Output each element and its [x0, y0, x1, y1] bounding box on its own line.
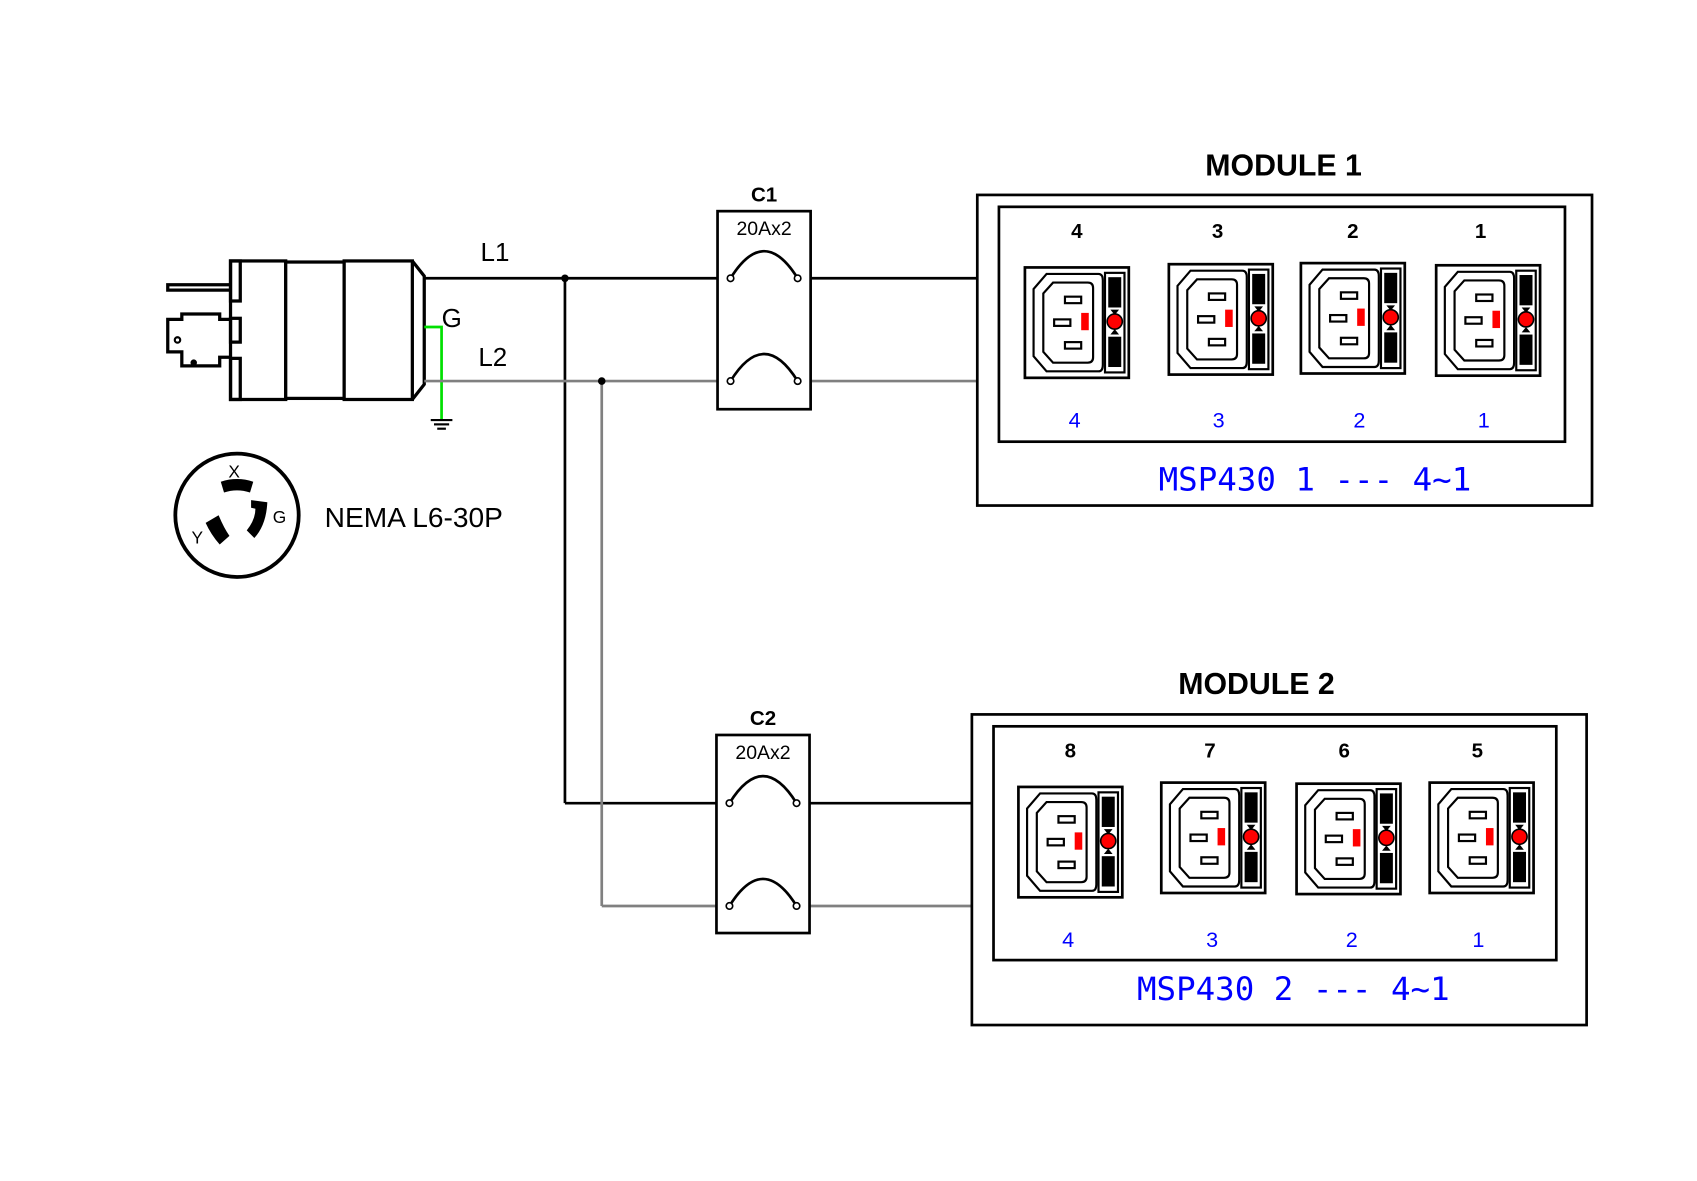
local-outlet-number: 4 — [1069, 408, 1081, 433]
status-led-icon — [1250, 309, 1268, 327]
status-led-icon — [1242, 828, 1260, 846]
local-outlet-number: 3 — [1213, 408, 1225, 433]
outlet-number: 3 — [1212, 220, 1223, 243]
c13-outlet[interactable] — [1299, 261, 1407, 375]
status-led-icon — [1517, 311, 1535, 328]
c13-outlet[interactable] — [1434, 263, 1542, 378]
latch-indicator — [1081, 312, 1089, 331]
status-led-icon — [1378, 829, 1395, 847]
latch-indicator — [1357, 308, 1365, 326]
plug-pin-label-x: X — [228, 461, 240, 481]
latch-indicator — [1485, 828, 1494, 846]
breaker-pole-icon — [726, 250, 802, 283]
outlet-number: 7 — [1204, 740, 1215, 763]
outlet-number: 5 — [1472, 740, 1483, 763]
wire-label-g: G — [442, 303, 462, 333]
outlet-number: 4 — [1071, 220, 1083, 243]
latch-indicator — [1225, 309, 1233, 327]
wire-label-l2: L2 — [478, 342, 507, 372]
module-caption: MSP430 2 --- 4~1 — [1137, 970, 1450, 1008]
module-title: MODULE 2 — [1178, 668, 1335, 701]
module-title: MODULE 1 — [1205, 149, 1362, 182]
c13-outlet[interactable] — [1428, 781, 1535, 895]
l1-wires — [424, 276, 980, 805]
c13-outlet[interactable] — [1167, 262, 1275, 376]
c13-outlet[interactable] — [1023, 266, 1131, 380]
local-outlet-number: 1 — [1478, 408, 1490, 433]
plug-pin-label-y: Y — [192, 527, 204, 547]
outlet-number: 1 — [1475, 220, 1486, 243]
c13-outlet[interactable] — [1295, 782, 1402, 896]
junction-dot-l1 — [561, 274, 569, 283]
nema-plug-face-icon — [173, 451, 301, 579]
plug-body — [166, 259, 426, 402]
breaker-pole-icon — [725, 774, 801, 808]
breaker-id: C2 — [750, 707, 776, 730]
status-led-icon — [1099, 832, 1117, 850]
outlet-number: 8 — [1065, 740, 1076, 763]
status-led-icon — [1382, 308, 1400, 326]
latch-indicator — [1352, 829, 1361, 847]
c13-outlet[interactable] — [1017, 785, 1124, 899]
wire-label-l1: L1 — [481, 237, 510, 267]
breaker-2: C2 20Ax2 — [715, 707, 811, 935]
plug-type-label: NEMA L6-30P — [325, 502, 503, 533]
ground-symbol-icon — [430, 418, 453, 430]
local-outlet-number: 3 — [1206, 927, 1218, 952]
c13-outlet[interactable] — [1159, 781, 1267, 895]
local-outlet-number: 4 — [1062, 927, 1074, 952]
latch-indicator — [1217, 828, 1226, 846]
breaker-1: C1 20Ax2 — [716, 183, 812, 411]
status-led-icon — [1106, 313, 1124, 330]
local-outlet-number: 2 — [1346, 927, 1358, 952]
breaker-pole-icon — [726, 352, 802, 386]
latch-indicator — [1492, 310, 1501, 329]
l2-wires — [424, 379, 980, 908]
breaker-rating: 20Ax2 — [736, 218, 791, 240]
outlet-number: 6 — [1338, 740, 1349, 763]
breaker-pole-icon — [725, 877, 801, 911]
latch-indicator — [1074, 832, 1083, 850]
breaker-rating: 20Ax2 — [735, 742, 790, 764]
plug-pin-hole — [173, 336, 182, 344]
plug-pin-label-g: G — [273, 507, 286, 527]
module-caption: MSP430 1 --- 4~1 — [1159, 460, 1472, 498]
outlet-number: 2 — [1347, 220, 1358, 243]
ground-wire — [424, 325, 443, 421]
local-outlet-number: 2 — [1353, 408, 1365, 433]
junction-dot-l2 — [597, 377, 606, 385]
status-led-icon — [1511, 828, 1528, 846]
local-outlet-number: 1 — [1472, 927, 1484, 952]
breaker-id: C1 — [751, 183, 777, 206]
